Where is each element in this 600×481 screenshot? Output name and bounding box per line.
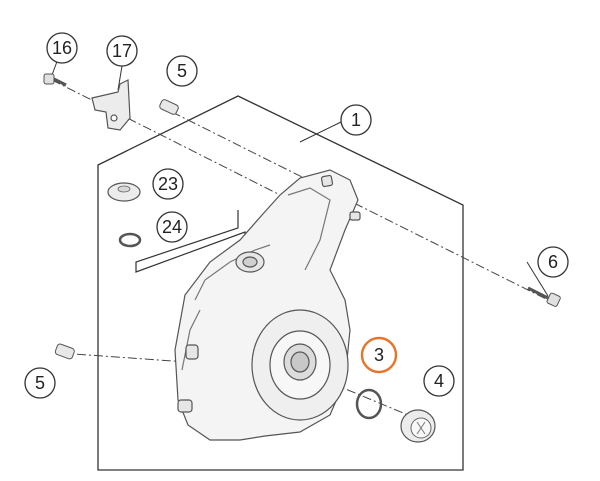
svg-text:24: 24 — [162, 217, 182, 237]
seal-ring-part-3 — [355, 388, 383, 420]
callout-23: 23 — [152, 168, 184, 200]
svg-text:1: 1 — [351, 110, 361, 130]
callout-4: 4 — [423, 365, 455, 397]
svg-text:17: 17 — [112, 41, 132, 61]
callout-3-highlighted: 3 — [360, 336, 398, 374]
dowel-pin-part-5-bottom — [54, 343, 75, 360]
callout-24: 24 — [156, 211, 188, 243]
dowel-pin-part-5-top — [159, 99, 179, 115]
svg-text:3: 3 — [374, 345, 384, 365]
callout-1: 1 — [340, 104, 372, 136]
svg-text:5: 5 — [177, 61, 187, 81]
callout-6: 6 — [537, 246, 569, 278]
plug-part-23 — [107, 182, 141, 202]
svg-text:4: 4 — [434, 371, 444, 391]
bracket-clip-part-17 — [91, 79, 131, 131]
cover-housing-part-1 — [174, 169, 361, 441]
cap-part-4 — [400, 409, 436, 443]
callout-5-top: 5 — [166, 55, 198, 87]
svg-text:23: 23 — [158, 174, 178, 194]
o-ring-part-24 — [118, 232, 142, 248]
svg-text:6: 6 — [548, 252, 558, 272]
svg-text:5: 5 — [35, 373, 45, 393]
screw-part-16 — [43, 73, 67, 87]
screw-part-6 — [527, 286, 561, 307]
callout-17: 17 — [106, 35, 138, 67]
callout-5-bottom: 5 — [24, 367, 56, 399]
callout-16: 16 — [46, 32, 78, 64]
svg-text:16: 16 — [52, 38, 72, 58]
assembly-outline — [97, 95, 464, 471]
